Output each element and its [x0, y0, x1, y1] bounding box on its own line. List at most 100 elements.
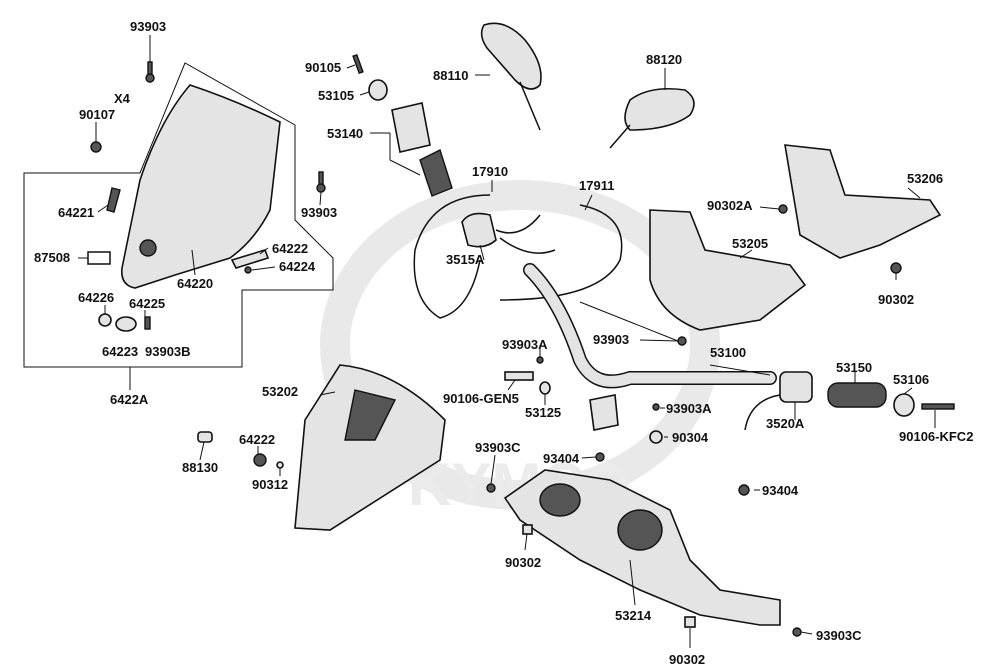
label-93903c-2: 93903C	[816, 628, 862, 643]
rear-cover-53205	[649, 209, 807, 331]
screw-93404-1	[595, 452, 605, 462]
bolt-90105	[352, 53, 364, 75]
bolt-88130	[197, 431, 213, 443]
bar-end-53105	[368, 79, 388, 101]
label-53202: 53202	[262, 384, 298, 399]
label-3515a: 3515A	[446, 252, 485, 267]
label-90302-r: 90302	[878, 292, 914, 307]
label-3520a: 3520A	[766, 416, 805, 431]
label-93903b: 93903B	[145, 344, 191, 359]
screw-93404-2	[738, 484, 750, 496]
throttle-grip-53140	[391, 102, 453, 197]
label-90106-kfc2: 90106-KFC2	[899, 429, 973, 444]
label-6422a: 6422A	[110, 392, 149, 407]
screw-93903a-1	[536, 356, 544, 364]
label-93903-top: 93903	[130, 19, 166, 34]
label-93404-1: 93404	[543, 451, 580, 466]
leader-lines	[78, 35, 936, 648]
lower-cover-recess-1	[539, 483, 581, 517]
screw-90107	[90, 141, 102, 153]
label-90304: 90304	[672, 430, 709, 445]
lower-cover-recess-2	[617, 509, 663, 551]
bar-end-53106	[893, 393, 915, 417]
label-88110: 88110	[433, 68, 468, 83]
label-64224: 64224	[279, 259, 316, 274]
washer-64223	[115, 316, 137, 332]
mirror-right-88120	[609, 87, 695, 149]
screw-93903-mid	[316, 171, 326, 193]
label-64223: 64223	[102, 344, 138, 359]
label-17910: 17910	[472, 164, 508, 179]
switch-3520a	[744, 371, 813, 431]
clip-90302-mid	[522, 524, 533, 535]
label-64225: 64225	[129, 296, 165, 311]
label-90106-gen5: 90106-GEN5	[443, 391, 519, 406]
bolt-90106-kfc2	[921, 403, 955, 410]
clip-90302-bot	[684, 616, 696, 628]
label-plate-87508	[87, 251, 111, 265]
label-88130: 88130	[182, 460, 218, 475]
bracket-64222-part	[230, 249, 270, 269]
windshield-group-box	[23, 62, 334, 368]
screw-93903c-2	[792, 627, 802, 637]
mirror-left-88110	[480, 22, 542, 131]
front-panel-vent	[344, 389, 397, 441]
label-64221: 64221	[58, 205, 94, 220]
screw-64224	[244, 266, 252, 274]
label-53214: 53214	[615, 608, 652, 623]
screw-93903-top	[145, 61, 155, 83]
label-53140: 53140	[327, 126, 363, 141]
label-90302-mid: 90302	[505, 555, 541, 570]
grommet-64222	[253, 453, 267, 467]
bolt-90106-gen5	[504, 371, 534, 381]
handlebar-clamp	[589, 394, 619, 431]
label-64220: 64220	[177, 276, 213, 291]
label-93903a-2: 93903A	[666, 401, 712, 416]
nut-90304	[649, 430, 663, 444]
screw-90302-r	[890, 262, 902, 274]
part-labels: 93903 X4 90107 64221 87508 64220 64222 6…	[34, 19, 973, 667]
screw-93903c-1	[486, 483, 496, 493]
grip-53150	[827, 382, 887, 408]
screw-93903a-2	[652, 403, 660, 411]
upper-cover-53206	[784, 144, 942, 259]
label-90312: 90312	[252, 477, 288, 492]
handlebar-53100-inner	[524, 264, 776, 387]
label-87508: 87508	[34, 250, 70, 265]
label-90107: 90107	[79, 107, 115, 122]
screw-93903-bar	[677, 336, 687, 346]
label-93903a-1: 93903A	[502, 337, 548, 352]
label-53206: 53206	[907, 171, 943, 186]
bolt-93903b	[144, 316, 151, 330]
front-panel-53202	[294, 364, 446, 531]
label-93903c-1: 93903C	[475, 440, 521, 455]
label-53125: 53125	[525, 405, 561, 420]
collar-53125	[539, 381, 551, 395]
clip-90312	[276, 461, 284, 469]
windshield-part	[120, 84, 281, 289]
screw-90302a	[778, 204, 788, 214]
label-64222-a: 64222	[272, 241, 308, 256]
cable-17910	[413, 194, 491, 319]
switch-3515a	[461, 212, 556, 254]
label-53100: 53100	[710, 345, 746, 360]
label-88120: 88120	[646, 52, 682, 67]
label-53105: 53105	[318, 88, 354, 103]
label-64222-b: 64222	[239, 432, 275, 447]
label-90302a: 90302A	[707, 198, 753, 213]
windshield-emblem	[139, 239, 157, 257]
label-53150: 53150	[836, 360, 872, 375]
grommet-64226	[98, 313, 112, 327]
label-93404-2: 93404	[762, 483, 799, 498]
label-90105: 90105	[305, 60, 341, 75]
label-x4: X4	[114, 91, 131, 106]
label-53106: 53106	[893, 372, 929, 387]
label-90302-bot: 90302	[669, 652, 705, 667]
label-17911: 17911	[579, 178, 614, 193]
label-93903-mid: 93903	[301, 205, 337, 220]
label-53205: 53205	[732, 236, 768, 251]
clip-64221	[106, 187, 121, 213]
label-93903-bar: 93903	[593, 332, 629, 347]
